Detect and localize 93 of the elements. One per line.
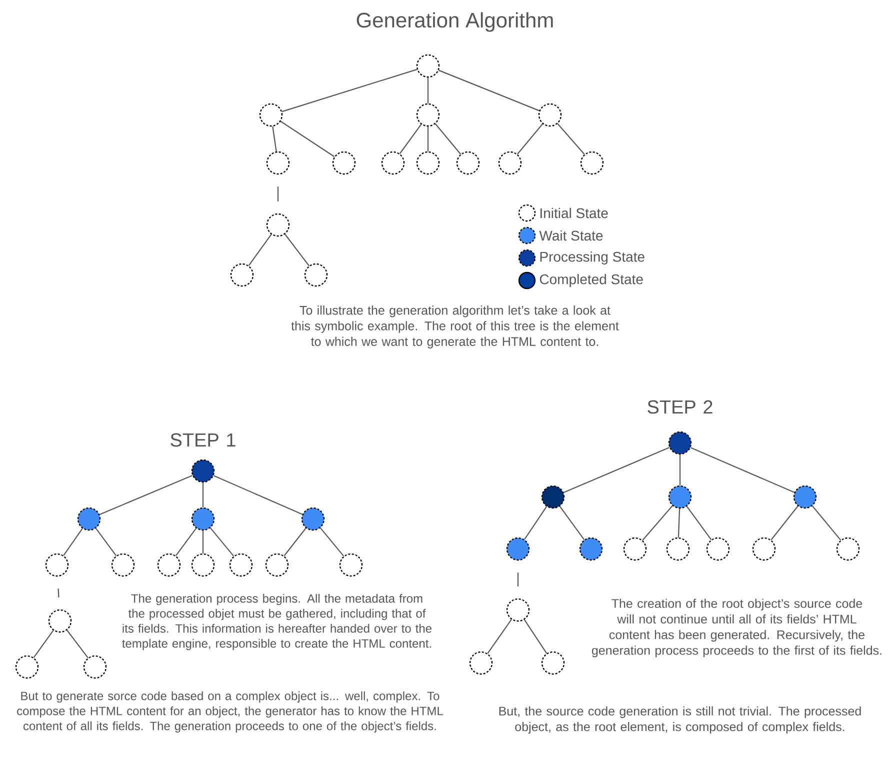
caption-text: The creation of the root object’s source code will not continue until all of its fields’ HTML content has been generated. Recursively, the generation process proceeds to the first of its fields. <box>592 598 882 658</box>
connector-line <box>435 124 461 154</box>
connector-line <box>427 78 429 104</box>
connector-line <box>210 528 234 556</box>
connector-line <box>272 126 277 152</box>
caption-text: But, the source code generation is still not trivial. The processed object, as the root element, is composed of complex fields. <box>499 706 861 734</box>
connector-line <box>99 475 193 516</box>
connector-line <box>524 619 548 654</box>
state-circle <box>469 651 493 675</box>
state-circle <box>666 537 690 561</box>
state-circle <box>416 54 440 78</box>
connector-line <box>557 123 585 155</box>
connector-line <box>282 68 418 112</box>
connector-line <box>487 619 512 654</box>
connector-line <box>320 528 344 556</box>
state-circle <box>301 507 325 531</box>
legend-label: Initial State <box>540 208 608 218</box>
state-circle <box>83 655 107 679</box>
state-circle <box>157 553 181 577</box>
state-circle <box>579 537 603 561</box>
connector-line <box>770 506 798 540</box>
state-circle <box>416 151 440 175</box>
state-circle <box>266 151 290 175</box>
state-circle <box>191 553 215 577</box>
connector-line <box>686 506 712 540</box>
legend-label: Processing State <box>540 251 644 265</box>
state-circle <box>623 537 647 561</box>
state-circle <box>191 507 215 531</box>
state-circle <box>339 553 363 577</box>
state-circle <box>304 263 328 287</box>
connector-line <box>33 630 54 658</box>
legend-label: Completed State <box>540 274 643 288</box>
legend-label: Wait State <box>539 230 603 241</box>
state-circle <box>541 485 565 509</box>
connector-line <box>438 70 540 112</box>
connector-line <box>202 482 204 508</box>
connector-line <box>213 475 303 515</box>
title: Generation Algorithm <box>356 12 553 32</box>
state-circle <box>77 507 101 531</box>
state-circle <box>538 103 562 127</box>
state-circle <box>416 103 440 127</box>
caption-text: To illustrate the generation algorithm let’s take a look at this symbolic example. The root of this tree is the element to which we want to generate the HTML content to. <box>291 306 619 348</box>
state-circle <box>259 103 283 127</box>
state-circle <box>456 151 480 175</box>
connector-line <box>248 234 272 266</box>
connector-line <box>175 528 197 556</box>
state-circle <box>332 151 356 175</box>
connector-line <box>66 630 88 658</box>
connector-line <box>284 528 306 556</box>
state-circle <box>752 537 776 561</box>
connector-line <box>399 124 422 154</box>
connector-line <box>642 505 673 541</box>
step-heading: STEP 2 <box>648 400 712 414</box>
connector-line <box>284 234 310 266</box>
connector-line <box>280 120 335 158</box>
connector-line <box>559 506 585 540</box>
state-circle <box>580 151 604 175</box>
connector-line <box>427 126 429 152</box>
state-circle <box>229 553 253 577</box>
connector-line <box>812 506 842 540</box>
connector-line <box>202 530 204 554</box>
state-circle <box>111 553 135 577</box>
state-circle <box>668 485 692 509</box>
connector-line <box>63 528 83 556</box>
connector-line <box>58 588 60 598</box>
connector-line <box>563 447 670 493</box>
state-circle <box>498 151 522 175</box>
state-circle <box>266 213 290 237</box>
connector-line <box>517 572 519 586</box>
step-heading: STEP 1 <box>170 433 236 447</box>
state-circle <box>265 553 289 577</box>
caption-text: The generation process begins. All the metadata from the processed objet must be gathered, including that of its fields. This information is hereafter handed over to the template engine, responsible to create the HTML content. <box>122 594 432 650</box>
connector-line <box>524 506 547 540</box>
connector-line <box>277 186 279 202</box>
state-circle <box>706 537 730 561</box>
state-circle <box>191 459 215 483</box>
state-circle <box>48 609 72 633</box>
caption-text: But to generate sorce code based on a complex object is... well, complex. To compose the HTML content for an object, the generator has to know the HTML content of all its fields. The generation proceeds to one of the object’s fields. <box>17 691 443 733</box>
connector-line <box>517 124 543 154</box>
connector-line <box>678 508 680 538</box>
state-circle <box>45 553 69 577</box>
connector-line <box>95 528 117 556</box>
state-circle <box>506 598 530 622</box>
state-circle <box>836 537 860 561</box>
state-circle <box>668 431 692 455</box>
state-circle <box>230 263 254 287</box>
state-circle <box>506 537 530 561</box>
connector-line <box>679 454 681 486</box>
state-circle <box>541 651 565 675</box>
state-circle <box>793 485 817 509</box>
connector-line <box>690 447 795 493</box>
state-circle <box>15 655 39 679</box>
state-circle <box>381 151 405 175</box>
